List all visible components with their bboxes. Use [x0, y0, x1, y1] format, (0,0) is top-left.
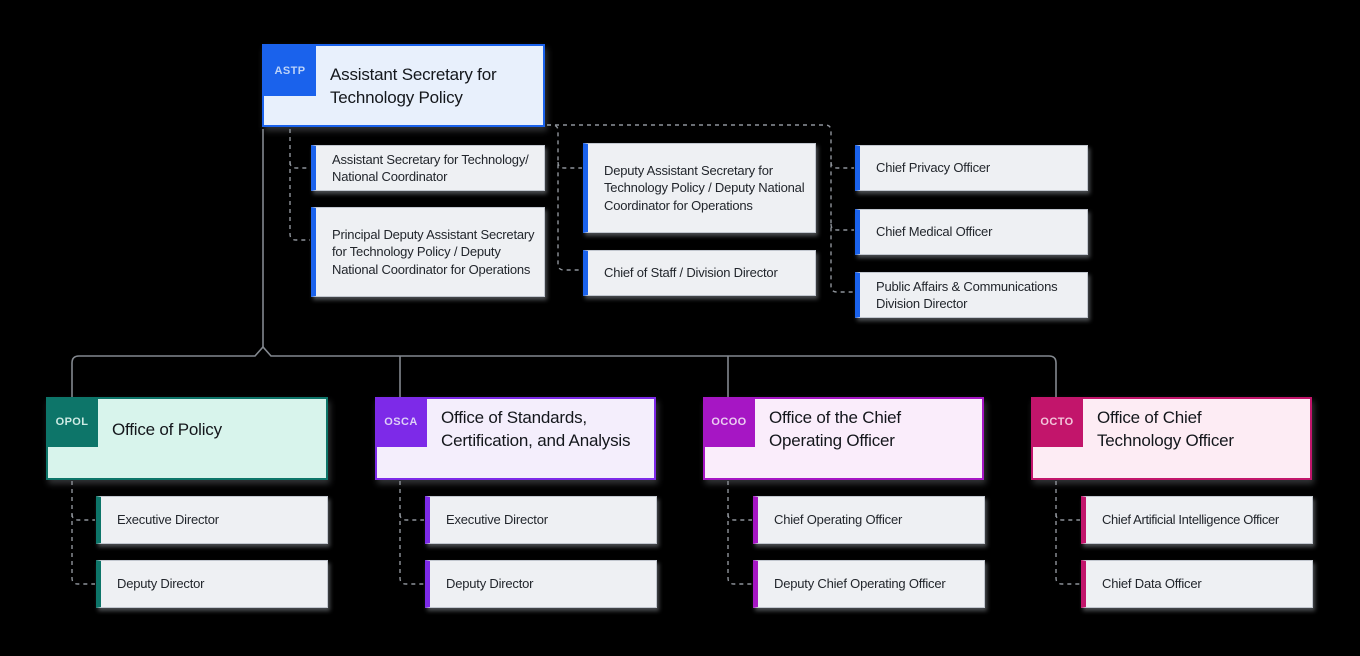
connector-dash-left	[289, 129, 310, 241]
connector-dash-octo-elbow	[1055, 513, 1080, 521]
connector-dash-right-elbow-2	[830, 223, 854, 231]
connector-dash-osca	[399, 481, 424, 585]
staff-public-affairs-communications-division-director: Public Affairs & Communications Division…	[855, 272, 1088, 318]
staff-principal-deputy-assistant-secretary: Principal Deputy Assistant Secretary for…	[311, 207, 545, 297]
connector-office-trunk	[71, 345, 1057, 397]
staff-deputy-chief-operating-officer: Deputy Chief Operating Officer	[753, 560, 985, 608]
connector-dash-middle	[547, 124, 582, 271]
badge-octo: OCTO	[1031, 397, 1083, 447]
node-office-of-policy: OPOL Office of Policy	[46, 397, 328, 480]
badge-opol: OPOL	[46, 397, 98, 447]
staff-opol-executive-director: Executive Director	[96, 496, 328, 544]
connector-dash-osca-elbow	[399, 513, 424, 521]
connector-dash-right-elbow-1	[830, 161, 854, 169]
staff-chief-artificial-intelligence-officer: Chief Artificial Intelligence Officer	[1081, 496, 1313, 544]
connector-dash-left-elbow	[289, 161, 310, 169]
node-office-of-standards-certification-and-analysis: OSCA Office of Standards, Certification,…	[375, 397, 656, 480]
staff-chief-data-officer: Chief Data Officer	[1081, 560, 1313, 608]
staff-chief-medical-officer: Chief Medical Officer	[855, 209, 1088, 255]
connector-dash-opol	[71, 481, 95, 585]
connector-dash-ocoo	[727, 481, 752, 585]
badge-ocoo: OCOO	[703, 397, 755, 447]
connector-dash-opol-elbow	[71, 513, 95, 521]
node-title: Office of the Chief Operating Officer	[769, 408, 901, 450]
staff-opol-deputy-director: Deputy Director	[96, 560, 328, 608]
staff-assistant-secretary-national-coordinator: Assistant Secretary for Technology/ Nati…	[311, 145, 545, 191]
node-title: Office of Chief Technology Officer	[1097, 408, 1234, 450]
badge-astp: ASTP	[264, 46, 316, 96]
staff-osca-deputy-director: Deputy Director	[425, 560, 657, 608]
node-office-of-chief-technology-officer: OCTO Office of Chief Technology Officer	[1031, 397, 1312, 480]
staff-osca-executive-director: Executive Director	[425, 496, 657, 544]
node-office-of-the-chief-operating-officer: OCOO Office of the Chief Operating Offic…	[703, 397, 984, 480]
connector-dash-octo	[1055, 481, 1080, 585]
staff-chief-of-staff-division-director: Chief of Staff / Division Director	[583, 250, 816, 296]
node-title: Assistant Secretary for Technology Polic…	[330, 64, 497, 107]
node-title: Office of Standards, Certification, and …	[441, 408, 631, 450]
badge-osca: OSCA	[375, 397, 427, 447]
node-assistant-secretary-for-technology-policy: ASTP Assistant Secretary for Technology …	[262, 44, 545, 127]
connector-dash-middle-elbow	[557, 161, 582, 169]
node-title: Office of Policy	[112, 419, 222, 439]
staff-chief-operating-officer: Chief Operating Officer	[753, 496, 985, 544]
staff-deputy-assistant-secretary: Deputy Assistant Secretary for Technolog…	[583, 143, 816, 233]
staff-chief-privacy-officer: Chief Privacy Officer	[855, 145, 1088, 191]
connector-dash-ocoo-elbow	[727, 513, 752, 521]
